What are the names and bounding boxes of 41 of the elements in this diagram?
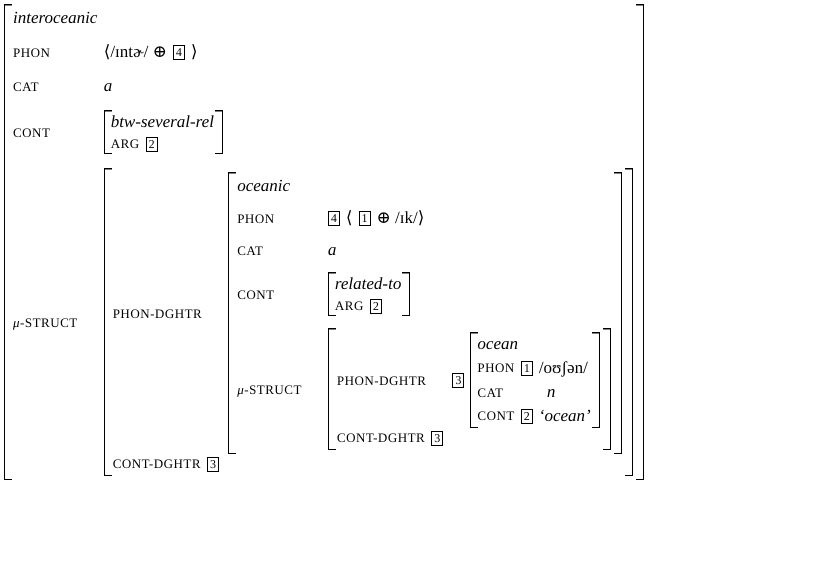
type-label: btw-several-rel xyxy=(110,112,214,132)
feature-value: ⟩ xyxy=(190,42,198,62)
feature-name: CAT xyxy=(13,79,40,94)
index-tag: 2 xyxy=(370,298,382,314)
index-tag: 1 xyxy=(358,210,371,226)
feature-value: n xyxy=(546,382,556,402)
feature-name: ARG xyxy=(110,136,140,152)
feature-value: ⊕ /ɪk/⟩ xyxy=(376,208,424,228)
index-tag: 4 xyxy=(172,44,185,60)
feature-name: PHON-DGHTR xyxy=(336,373,426,388)
index-tag: 3 xyxy=(207,456,220,472)
feature-value: a xyxy=(328,240,336,260)
index-tag: 2 xyxy=(146,136,158,152)
feature-value: ⟨/ɪntɚ/ ⊕ xyxy=(104,42,167,62)
feature-name: CAT xyxy=(237,243,264,258)
feature-name: CONT xyxy=(13,125,50,140)
feature-name: CONT xyxy=(237,287,275,302)
type-label: oceanic xyxy=(237,176,292,196)
feature-name: CONT-DGHTR xyxy=(336,430,426,446)
feature-name: CONT-DGHTR xyxy=(112,456,202,472)
feature-value: ‘ocean’ xyxy=(538,406,591,426)
index-tag: 4 xyxy=(328,210,340,226)
index-tag: 2 xyxy=(520,408,533,424)
feature-name: CAT xyxy=(477,385,504,400)
feature-name: PHON xyxy=(237,211,275,226)
feature-name: μ-STRUCT xyxy=(237,382,302,397)
type-label: related-to xyxy=(334,274,402,294)
index-tag: 3 xyxy=(452,372,464,388)
feature-name: PHON xyxy=(477,360,515,376)
feature-value: a xyxy=(104,76,112,96)
type-label: interoceanic xyxy=(13,8,98,28)
type-label: ocean xyxy=(477,334,519,354)
feature-name: μ-STRUCT xyxy=(13,315,78,330)
feature-name: PHON-DGHTR xyxy=(112,306,202,321)
feature-value: /oʊʃən/ xyxy=(538,358,588,378)
feature-name: CONT xyxy=(477,408,515,424)
index-tag: 3 xyxy=(431,430,444,446)
feature-name: PHON xyxy=(13,45,50,60)
index-tag: 1 xyxy=(520,360,533,376)
feature-value: ⟨ xyxy=(346,208,353,228)
feature-name: ARG xyxy=(334,298,364,314)
